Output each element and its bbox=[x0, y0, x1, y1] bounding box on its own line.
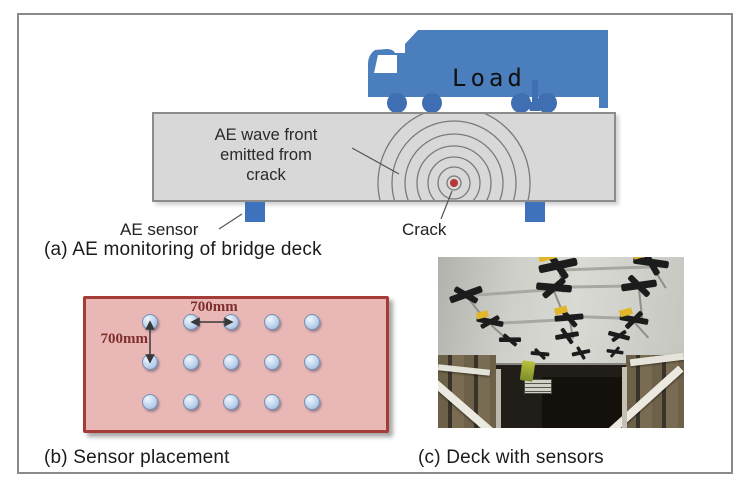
sensor-circle bbox=[223, 354, 239, 370]
bridge-deck: AE wave front emitted from crack bbox=[152, 112, 616, 202]
sensor-circle bbox=[182, 394, 199, 410]
truck-rear-flap bbox=[599, 97, 608, 108]
truck-box bbox=[405, 30, 608, 97]
sensor-circle bbox=[223, 394, 239, 410]
truck-jack bbox=[532, 80, 538, 102]
ae-sensor-block-right bbox=[525, 202, 545, 222]
sensor-circle bbox=[263, 314, 280, 330]
ae-sensor-label: AE sensor bbox=[120, 220, 199, 239]
sensor-circle bbox=[263, 394, 280, 410]
wave-label-line: emitted from bbox=[220, 146, 312, 164]
crack-dot bbox=[450, 179, 458, 187]
ae-sensor-block-left bbox=[245, 202, 265, 222]
sensor-circle bbox=[142, 314, 158, 330]
truck-wheel bbox=[537, 93, 557, 113]
deck-photo bbox=[438, 257, 684, 428]
caption-panel-b: (b) Sensor placement bbox=[44, 447, 230, 468]
wave-label-line: AE wave front bbox=[214, 126, 318, 144]
ae-wavefront-circles bbox=[377, 114, 531, 200]
sensor-circle bbox=[304, 394, 320, 410]
sensor-circle bbox=[304, 354, 320, 370]
sensor-circle bbox=[142, 354, 158, 370]
sensor-placement-panel: 700mm 700mm bbox=[83, 296, 389, 433]
caption-panel-c: (c) Deck with sensors bbox=[418, 447, 604, 468]
truck-jack-foot bbox=[527, 102, 543, 111]
sensor-circle bbox=[182, 354, 199, 370]
truck-wheel bbox=[387, 93, 407, 113]
crack-label: Crack bbox=[402, 220, 447, 239]
photo-green-object bbox=[519, 360, 536, 382]
sensor-circle bbox=[142, 394, 158, 410]
photo-scaffold-post bbox=[622, 367, 627, 428]
wave-label-line: crack bbox=[246, 166, 286, 184]
truck-window bbox=[374, 55, 397, 73]
vertical-spacing-label: 700mm bbox=[100, 331, 149, 347]
photo-scaffold-post bbox=[496, 369, 501, 428]
load-label: Load bbox=[452, 64, 526, 92]
truck-wheel bbox=[511, 93, 531, 113]
truck-wheel bbox=[422, 93, 442, 113]
sensor-circle bbox=[263, 354, 280, 370]
truck-icon bbox=[368, 30, 608, 113]
photo-sign-box bbox=[524, 379, 552, 394]
wave-front-label: AE wave front emitted from crack bbox=[156, 125, 376, 185]
sensor-circle bbox=[304, 314, 320, 330]
sensor-circle bbox=[182, 314, 199, 330]
sensor-circle bbox=[223, 314, 239, 330]
photo-ceiling-edge bbox=[438, 363, 684, 366]
caption-panel-a: (a) AE monitoring of bridge deck bbox=[44, 239, 322, 260]
horizontal-spacing-label: 700mm bbox=[190, 299, 238, 315]
photo-dark-doorway bbox=[542, 377, 626, 428]
